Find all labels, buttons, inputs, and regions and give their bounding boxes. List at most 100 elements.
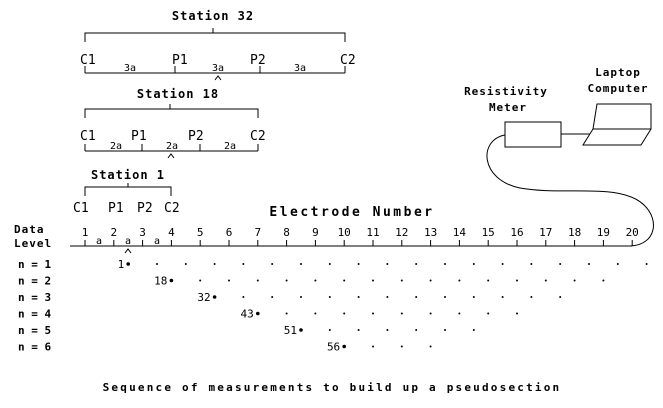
data-point-n1-17 [588,263,590,265]
station-18-midpoint-marker [167,153,175,159]
data-point-n2-15 [573,279,576,282]
data-point-n5-5 [415,329,418,331]
station-18-spacing-2: 2a [166,141,178,152]
measurement-number-n3: 32 [197,291,210,304]
level-label-n2: n = 2 [18,275,51,288]
station-1-c1-label: C1 [73,201,89,216]
electrode-number-3: 3 [139,226,146,239]
level-label-n1: n = 1 [18,258,51,271]
station-32-spacing-3: 3a [294,63,306,74]
data-point-n1-8 [328,263,331,265]
electrode-number-14: 14 [453,226,467,239]
station-1-p2-label: P2 [137,201,153,216]
pseudosection-group: n = 1n = 2n = 3n = 4n = 5n = 6 118324351… [18,258,648,354]
electrode-number-4: 4 [168,226,175,239]
level-labels: n = 1n = 2n = 3n = 4n = 5n = 6 [18,258,51,354]
data-level-label-line1: Data [14,223,45,236]
electrode-ticks [84,240,633,246]
electrode-spacing-label-1: a [96,236,102,247]
data-point-n1-11 [415,263,418,265]
electrode-number-6: 6 [226,226,233,239]
station-32-c1-label: C1 [80,53,96,68]
measurement-number-n2: 18 [154,275,167,288]
level-label-n4: n = 4 [18,308,51,321]
electrode-spacing-label-3: a [154,236,160,247]
data-point-n4-5 [372,312,374,315]
data-point-n1-4 [213,263,216,265]
data-point-n1-5 [242,263,245,265]
data-point-n2-1 [169,278,174,283]
data-point-n3-2 [242,296,245,298]
electrode-spacing-label-2: a [125,236,131,247]
data-point-n3-4 [300,296,302,298]
data-point-n2-16 [602,279,605,282]
resistivity-meter-label-line1: Resistivity [464,85,548,98]
electrode-number-8: 8 [283,226,290,239]
figure-caption: Sequence of measurements to build up a p… [103,381,562,394]
station-18-spacing-3: 2a [224,141,236,152]
data-point-n4-2 [285,312,288,315]
data-point-n1-3 [184,263,187,265]
electrode-number-19: 19 [597,226,610,239]
station-18-bracket [84,104,259,118]
electrode-number-11: 11 [366,226,379,239]
resistivity-meter-label-line2: Meter [489,101,527,114]
station-18-spacing-1: 2a [110,141,122,152]
data-point-n2-13 [516,279,518,282]
station-18-ticks [84,144,259,151]
electrode-spacing-labels: a a a [96,236,160,247]
data-point-n4-4 [343,312,346,315]
station-18-p2-label: P2 [188,129,204,144]
data-point-n2-14 [544,279,547,282]
data-point-n1-18 [616,263,619,265]
electrode-number-20: 20 [626,226,639,239]
data-point-n3-1 [212,295,217,299]
electrode-number-7: 7 [254,226,261,239]
data-point-n1-10 [386,263,389,265]
data-point-n5-3 [357,329,360,331]
electrode-number-13: 13 [424,226,437,239]
station-18-p1-label: P1 [131,129,147,144]
equipment-group: Resistivity Meter Laptop Computer [464,66,654,247]
data-point-n5-1 [299,328,303,332]
data-point-n1-7 [300,263,302,265]
electrode-number-12: 12 [395,226,408,239]
data-point-n3-7 [386,296,389,298]
measurement-number-n1: 1 [118,258,125,271]
data-point-n3-6 [357,296,360,298]
measurement-number-n5: 51 [284,324,297,337]
data-point-n4-10 [516,312,518,315]
data-point-n1-9 [357,263,360,265]
station-32-spacing-2: 3a [212,63,224,74]
data-point-n1-15 [530,263,533,265]
station-1-bracket [84,183,172,196]
data-point-n2-5 [285,279,288,282]
electrode-number-15: 15 [482,226,495,239]
data-point-n5-2 [328,329,331,331]
electrode-number-9: 9 [312,226,319,239]
station-32-p1-label: P1 [172,53,188,68]
station-1-p1-label: P1 [108,201,124,216]
level-label-n5: n = 5 [18,324,51,337]
electrode-number-5: 5 [197,226,204,239]
station-32-spacing-1: 3a [124,63,136,74]
data-point-n3-9 [444,296,446,298]
data-point-n6-2 [372,345,374,348]
resistivity-meter-icon [504,121,562,148]
station-32-midpoint-marker [214,75,222,81]
station-18-c2-label: C2 [250,129,266,144]
station-32-title: Station 32 [172,9,254,23]
station-18-title: Station 18 [137,87,219,101]
data-point-n6-4 [429,345,432,348]
station-1-midpoint-marker [124,248,132,254]
station-32-group: Station 32 C1 P1 P2 C2 3a 3a 3a [80,9,356,81]
data-point-n4-3 [314,312,317,315]
data-level-label-line2: Level [14,237,52,250]
data-point-n4-7 [429,312,432,315]
station-1-title: Station 1 [91,168,165,182]
data-point-n2-9 [400,279,403,282]
data-point-n2-4 [256,279,259,282]
